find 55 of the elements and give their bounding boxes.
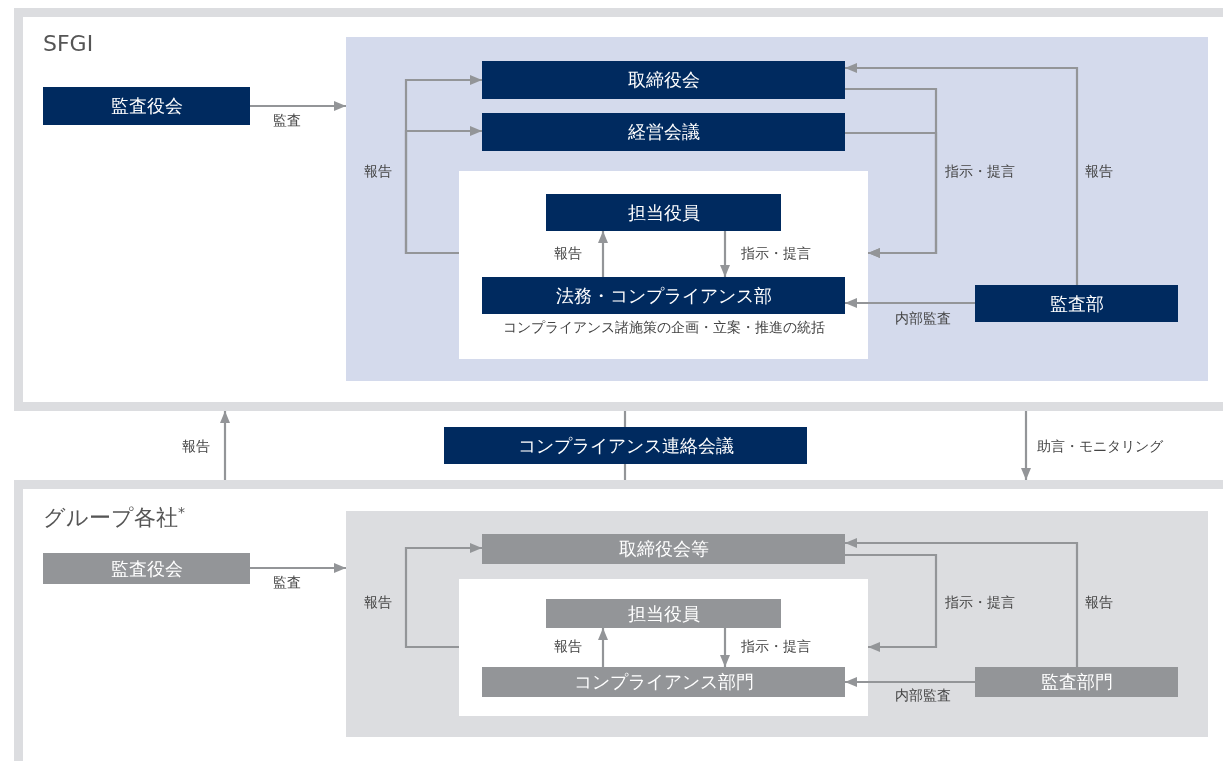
organization-box: 経営会議	[482, 113, 845, 151]
edge-label: 報告	[1085, 163, 1113, 181]
organization-box: コンプライアンス連絡会議	[444, 427, 807, 464]
organization-box: 取締役会	[482, 61, 845, 99]
edge-label: 監査	[273, 574, 301, 592]
arrow	[250, 563, 346, 573]
edge-label: 報告	[364, 163, 392, 181]
arrow	[845, 298, 975, 308]
edge-label: 報告	[1085, 594, 1113, 612]
arrow	[598, 628, 608, 667]
arrow	[1021, 411, 1031, 480]
arrow	[845, 63, 1079, 285]
arrow	[598, 231, 608, 277]
connector-line	[623, 464, 627, 480]
arrow	[720, 628, 730, 667]
arrow	[845, 677, 975, 687]
organization-box: コンプライアンス部門	[482, 667, 845, 697]
edge-label: 報告	[182, 438, 210, 456]
edge-label: 報告	[364, 594, 392, 612]
region-panel	[346, 511, 1208, 737]
description-text: コンプライアンス諸施策の企画・立案・推進の統括	[501, 319, 826, 337]
arrow	[404, 543, 482, 649]
frame-title: SFGI	[43, 31, 94, 56]
organization-frame	[14, 480, 1223, 761]
edge-label: 指示・提言	[741, 245, 811, 263]
arrow	[845, 131, 938, 258]
edge-label: 指示・提言	[945, 594, 1015, 612]
organization-box: 監査部門	[975, 667, 1178, 697]
organization-box: 取締役会等	[482, 534, 845, 564]
edge-label: 指示・提言	[945, 163, 1015, 181]
arrow	[720, 231, 730, 277]
organization-box: 法務・コンプライアンス部	[482, 277, 845, 314]
inner-panel	[459, 171, 868, 359]
arrow	[845, 538, 1079, 667]
organization-box: 監査部	[975, 285, 1178, 322]
organization-box: 監査役会	[43, 553, 250, 584]
frame-title: グループ各社$^{*}$	[43, 503, 185, 532]
region-panel	[346, 37, 1208, 381]
arrow	[250, 101, 346, 111]
edge-label: 助言・モニタリング	[1037, 438, 1163, 456]
edge-label: 内部監査	[895, 687, 951, 705]
arrow	[220, 411, 230, 480]
edge-label: 指示・提言	[741, 638, 811, 656]
arrow	[404, 126, 482, 255]
organization-frame	[14, 8, 1223, 411]
organization-box: 担当役員	[546, 599, 781, 628]
edge-label: 内部監査	[895, 310, 951, 328]
edge-label: 報告	[554, 638, 582, 656]
edge-label: 監査	[273, 112, 301, 130]
edge-label: 報告	[554, 245, 582, 263]
inner-panel	[459, 579, 868, 716]
arrow	[845, 553, 938, 652]
organization-box: 担当役員	[546, 194, 781, 231]
organization-box: 監査役会	[43, 87, 250, 125]
connector-line	[623, 411, 627, 427]
